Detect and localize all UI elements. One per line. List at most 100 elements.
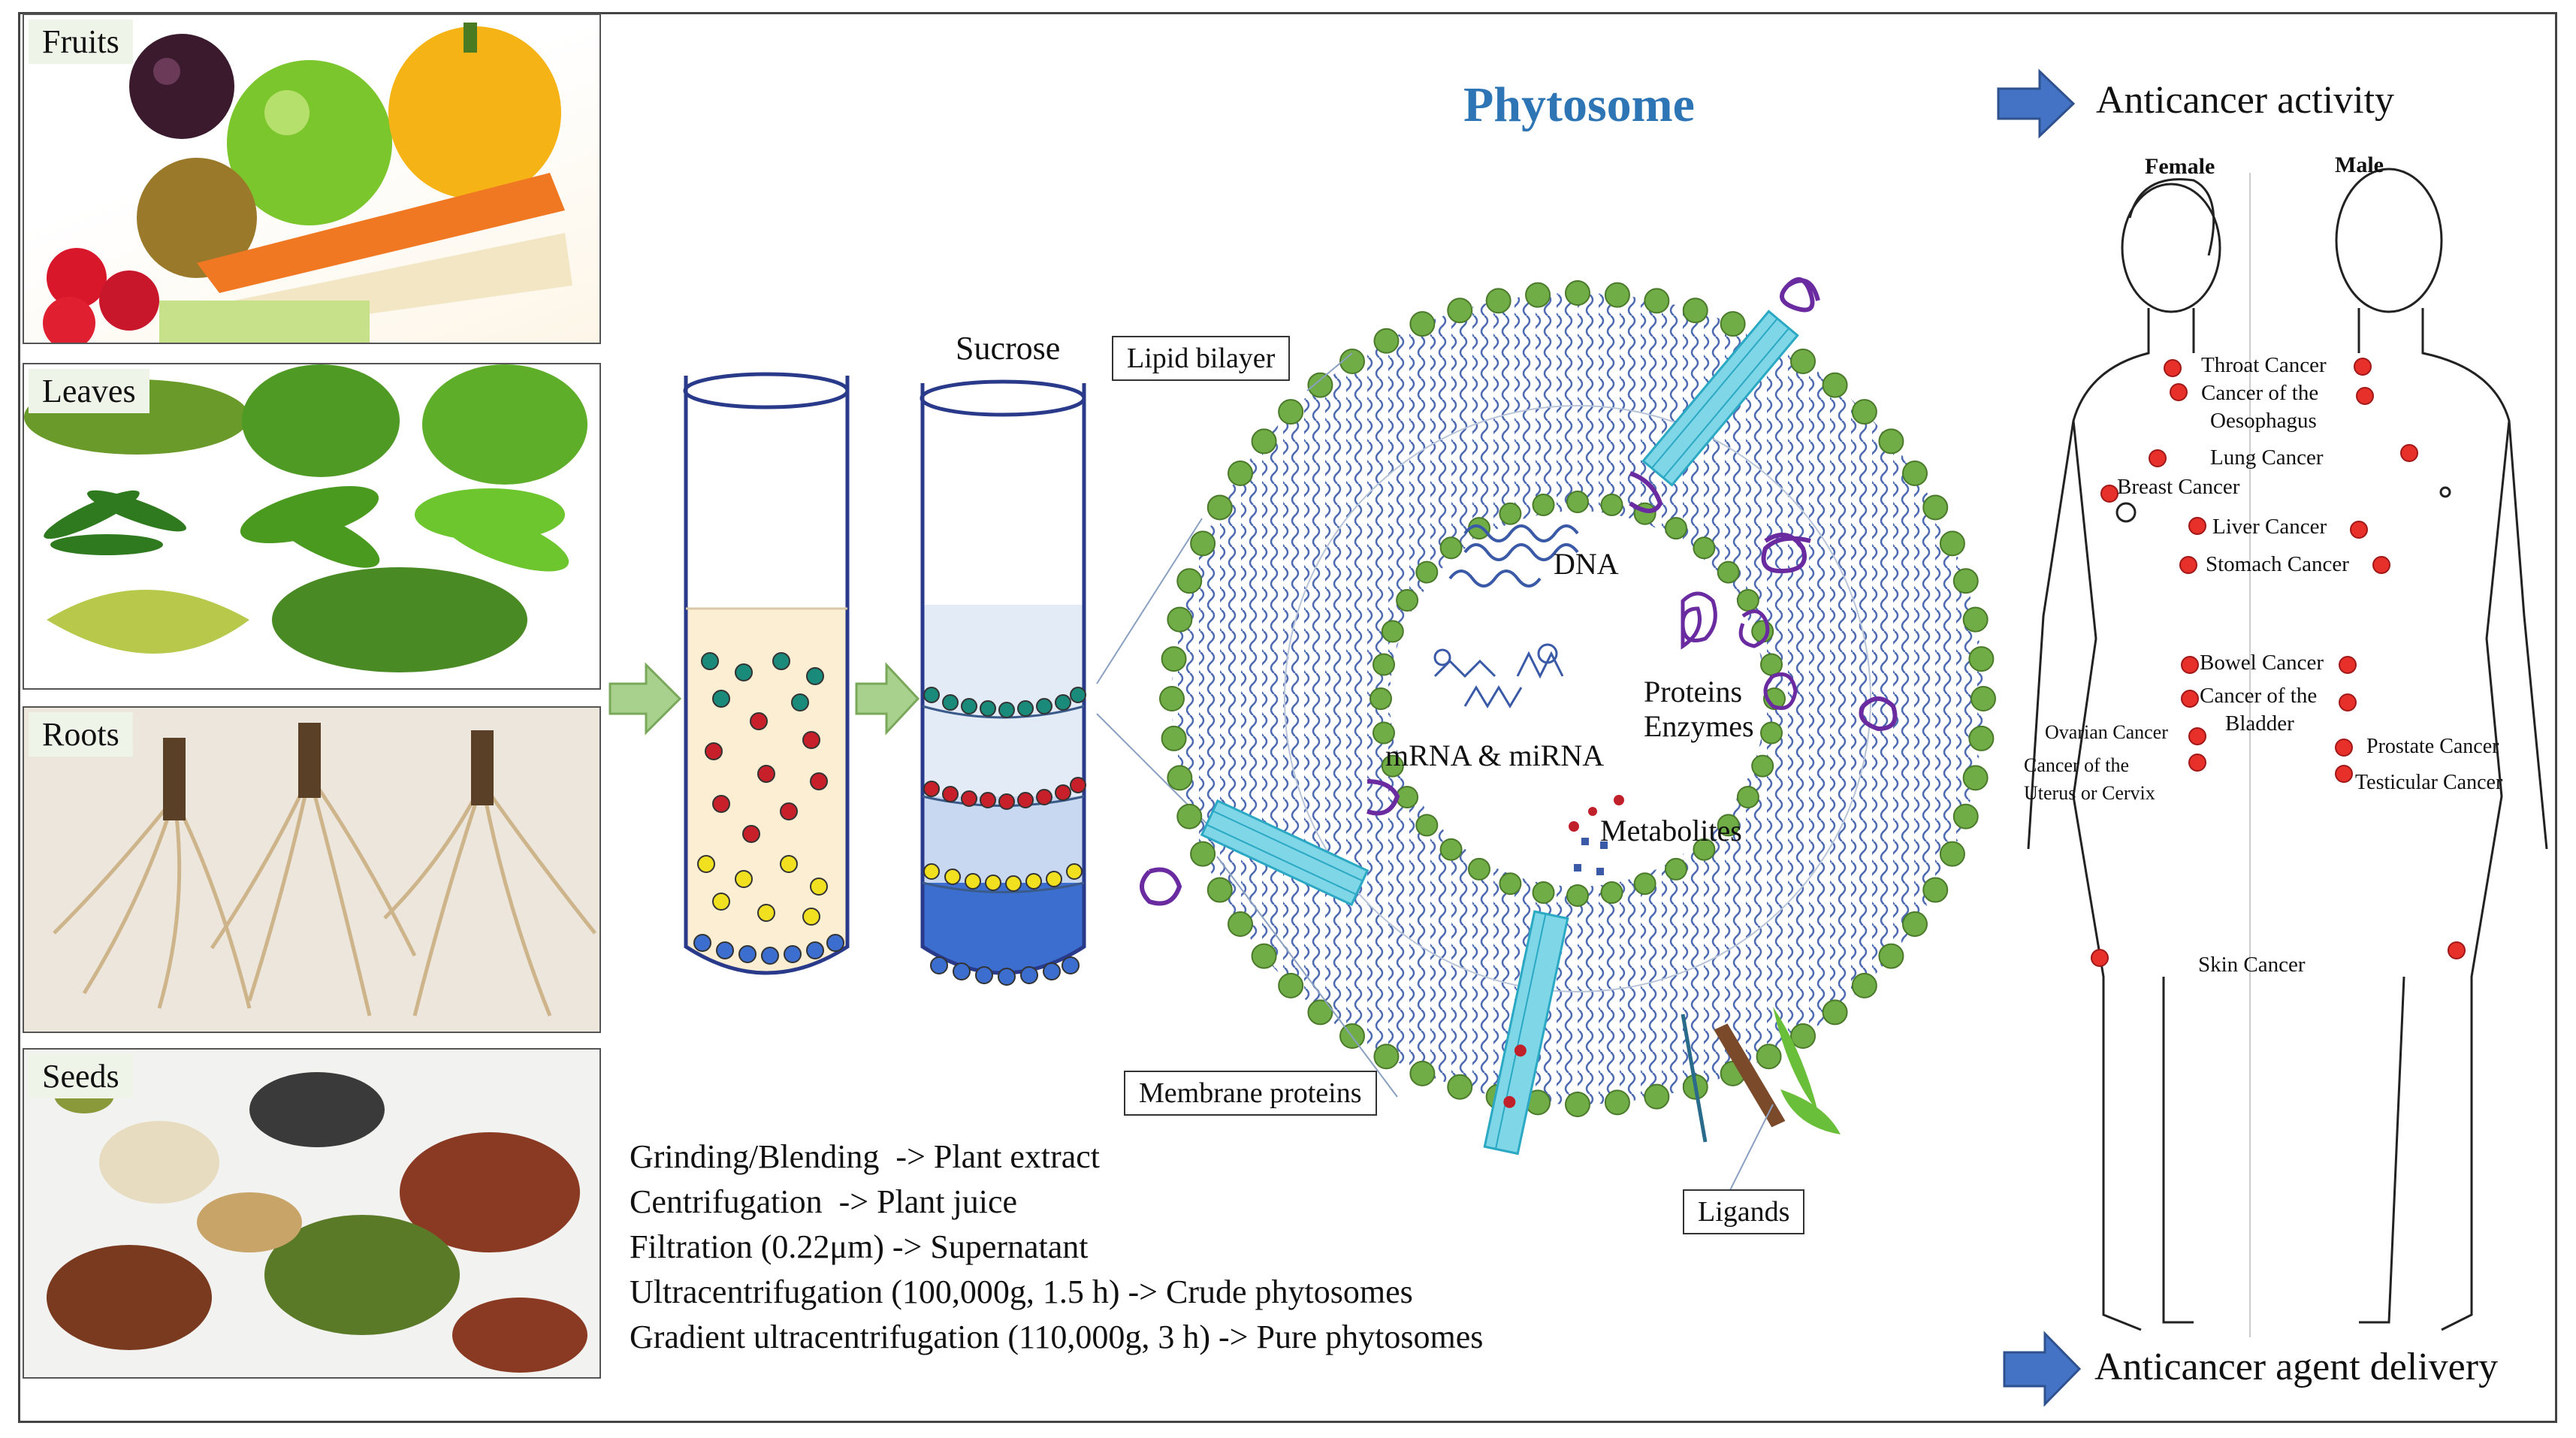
lipid-head [1693, 838, 1716, 861]
particle [716, 941, 734, 959]
step-2: Centrifugation -> Plant juice [630, 1183, 1018, 1220]
lipid-head [1176, 803, 1203, 829]
particle [985, 875, 1001, 891]
membrane-channel-1 [1641, 310, 1799, 487]
particle [923, 781, 940, 797]
particle [780, 802, 798, 820]
lipid-head [1952, 568, 1979, 594]
cancer-marker [2339, 656, 2357, 674]
particle [806, 941, 824, 959]
particle [780, 855, 798, 873]
phytosome-title: Phytosome [1463, 77, 1695, 132]
bladder-label-2: Bladder [2225, 711, 2294, 736]
step-5: Gradient ultracentrifugation (110,000g, … [630, 1319, 1484, 1355]
testicular-cancer-label: Testicular Cancer [2355, 771, 2503, 794]
cancer-marker [2179, 556, 2197, 574]
particle [826, 934, 844, 952]
particle [757, 904, 775, 922]
lipid-head [1922, 494, 1949, 521]
enzymes-label: Enzymes [1644, 709, 1754, 743]
cancer-marker [2100, 485, 2118, 503]
lipid-head [1167, 606, 1193, 633]
lipid-head [1381, 754, 1404, 778]
lipid-head [1720, 311, 1746, 337]
fruits-image [43, 23, 572, 343]
particle [930, 956, 948, 974]
bladder-label-1: Cancer of the [2200, 684, 2318, 708]
particle [1020, 966, 1038, 984]
particle [1055, 694, 1071, 711]
lipid-head [1485, 288, 1511, 314]
lipid-head [1565, 280, 1590, 306]
lipid-head [1381, 620, 1404, 643]
cancer-marker [2372, 556, 2390, 574]
cancer-marker [2091, 949, 2109, 967]
lipid-head [1228, 911, 1254, 938]
metabolite-dots [1569, 795, 1624, 875]
particle [750, 712, 768, 730]
uterus-label-1: Cancer of the [2024, 754, 2130, 776]
particle [772, 652, 790, 670]
lipid-head [1600, 881, 1623, 905]
roots-panel: Roots [23, 706, 601, 1033]
roots-image [53, 723, 596, 1017]
particle [784, 945, 802, 963]
lipid-head [1206, 494, 1233, 521]
particle [998, 793, 1015, 810]
metabolites-label: Metabolites [1600, 814, 1742, 847]
female-label: Female [2145, 154, 2215, 179]
particle [942, 694, 959, 711]
dna-strands [1448, 524, 1579, 588]
lipid-head [1370, 687, 1392, 710]
particle [944, 869, 961, 885]
leaves-panel: Leaves [23, 363, 601, 690]
lipid-head [1499, 872, 1522, 896]
proteins-label: Proteins [1644, 675, 1743, 708]
cancer-marker [2335, 739, 2353, 757]
particle [961, 790, 977, 807]
sucrose-label: Sucrose [956, 330, 1061, 367]
green-arrow-1 [609, 662, 682, 736]
green-arrow-2 [855, 662, 920, 736]
lipid-head [1717, 560, 1740, 584]
particle [998, 968, 1016, 986]
skin-cancer-label: Skin Cancer [2198, 953, 2306, 977]
particle [1043, 962, 1061, 980]
particle [1055, 784, 1071, 801]
lipid-head [1307, 372, 1333, 398]
lipid-head [1901, 911, 1928, 938]
particle [1025, 873, 1042, 890]
seeds-label: Seeds [29, 1054, 133, 1098]
lipid-head [1373, 1044, 1400, 1070]
particle [1046, 871, 1062, 887]
particle [738, 945, 756, 963]
particle [980, 700, 996, 717]
dna-label: DNA [1554, 547, 1619, 581]
mrna-label: mRNA & miRNA [1385, 739, 1605, 772]
lipid-head [1968, 725, 1995, 751]
lipid-head [1736, 786, 1759, 808]
particle [693, 934, 711, 952]
cancer-marker [2188, 517, 2206, 535]
lipid-head [1644, 288, 1670, 314]
lipid-head [1633, 872, 1656, 896]
lipid-head [1822, 999, 1848, 1026]
seeds-panel: Seeds [23, 1048, 601, 1379]
female-body-outline [2027, 178, 2221, 1331]
particle [1070, 777, 1086, 793]
particle [791, 693, 809, 711]
membrane-protein-squiggles [1140, 277, 1898, 906]
particle [806, 667, 824, 685]
lipid-head [1939, 530, 1965, 557]
lipid-head [1952, 803, 1979, 829]
lipid-head [1665, 517, 1687, 540]
cancer-marker [2448, 941, 2466, 959]
lipid-head [1409, 311, 1436, 337]
lipid-head [1532, 881, 1555, 905]
ligand-shapes [1681, 1007, 1841, 1143]
throat-cancer-label: Throat Cancer [2201, 353, 2327, 377]
lipid-head [1307, 999, 1333, 1026]
inner-proteins [1681, 591, 1798, 710]
cancer-marker [2170, 383, 2188, 401]
